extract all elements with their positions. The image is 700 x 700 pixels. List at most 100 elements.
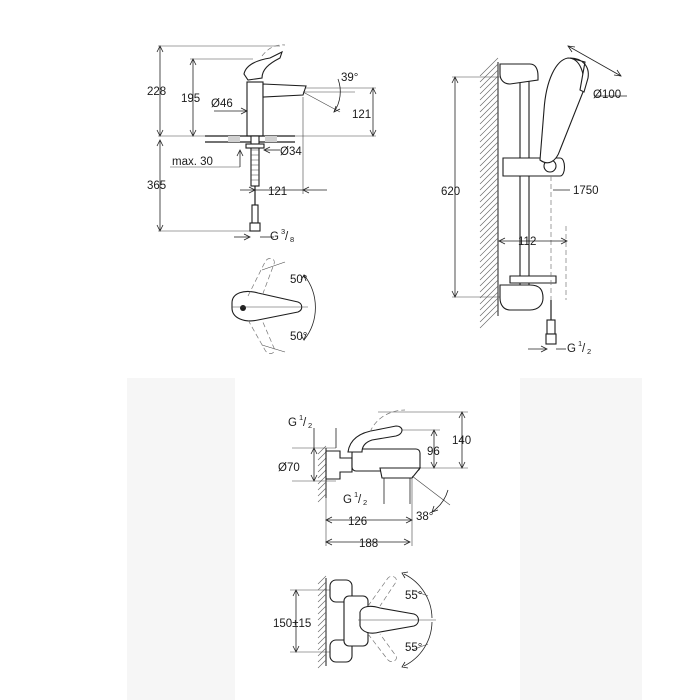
bath-top-angle-lower: 55° [405,642,422,654]
basin-spout-vertical: 121 [352,109,371,121]
wall-hatch-line [317,599,327,609]
wall-hatch-line [479,303,499,323]
wall-hatch-line [317,611,327,621]
wall-hatch-line [479,135,499,155]
shower-hose-length: 1750 [573,185,599,197]
basin-thread-denominator: 8 [290,235,294,244]
wall-hatch-line [479,291,499,311]
shower-thread-numerator: 1 [578,339,582,348]
basin-top-angle-upper: 50° [290,274,307,286]
bath-inlet-thread-g: G [288,417,297,429]
wall-hatch-line [479,159,499,179]
basin-spout-height: 195 [181,93,200,105]
basin-thread-g: G [270,231,279,243]
wall-hatch-line [317,493,327,503]
wall-hatch-line [479,93,499,113]
wall-hatch-line [479,183,499,203]
wall-hatch-line [317,587,327,597]
wall-hatch-line [479,255,499,275]
wall-hatch-line [317,593,327,603]
wall-hatch-line [479,177,499,197]
wall-hatch-line [479,297,499,317]
wall-hatch-line [479,207,499,227]
svg-text:/: / [582,343,586,355]
shower-rail-length: 620 [441,186,460,198]
svg-text:/: / [358,494,362,506]
bath-total-height: 140 [452,435,471,447]
wall-hatch-line [479,201,499,221]
svg-text:/: / [303,417,307,429]
bath-outlet-numerator: 1 [354,490,358,499]
wall-hatch-line [479,129,499,149]
bath-spout-height: 96 [427,446,440,458]
bath-top-centres: 150±15 [273,618,311,630]
wall-hatch-line [479,111,499,131]
bath-top-angle-upper: 55° [405,590,422,602]
wall-hatch-line [479,273,499,293]
basin-mixer-side-view [156,44,377,241]
wall-hatch-line [317,629,327,639]
shower-thread-g: G [567,343,576,355]
wall-hatch-line [479,267,499,287]
wall-hatch-line [317,481,327,491]
wall-hatch-line [317,475,327,485]
wall-hatch-line [479,195,499,215]
wall-hatch-line [317,635,327,645]
bath-body-diameter: Ø70 [278,462,300,474]
shower-rail-offset: 112 [518,236,536,248]
bath-inlet-denominator: 2 [308,421,312,430]
wall-hatch-line [479,105,499,125]
bath-spout-angle: 38° [416,511,433,523]
wall-hatch-line [479,81,499,101]
basin-height-total: 228 [147,86,166,98]
bath-overall-reach: 188 [359,538,378,550]
wall-hatch-line [479,171,499,191]
basin-top-angle-lower: 50° [290,331,307,343]
wall-hatch-line [479,141,499,161]
wall-hatch-line [317,451,327,461]
wall-hatch-line [479,63,499,83]
wall-hatch-line [479,237,499,257]
wall-hatch-line [317,487,327,497]
wall-hatch-line [479,99,499,119]
wall-hatch-line [479,153,499,173]
basin-reach: 121 [268,186,287,198]
wall-hatch-line [479,285,499,305]
wall-hatch-line [317,445,327,455]
shower-thread-denominator: 2 [587,347,591,356]
wall-hatch-line [479,225,499,245]
wall-hatch-line [479,189,499,209]
wall-hatch-line [317,463,327,473]
wall-hatch-line [479,147,499,167]
basin-hole-diameter: Ø34 [280,146,302,158]
basin-deck-max: max. 30 [172,156,213,168]
shower-head-diameter: Ø100 [593,89,621,101]
bath-outlet-denominator: 2 [363,498,367,507]
basin-mixer-top-view [231,258,316,354]
wall-hatch-line [317,617,327,627]
bath-inlet-numerator: 1 [299,413,303,422]
wall-hatch-line [479,75,499,95]
wall-hatch-line [317,641,327,651]
wall-hatch-line [479,219,499,239]
basin-below-deck: 365 [147,180,166,192]
wall-hatch-line [317,581,327,591]
wall-hatch-line [317,647,327,657]
wall-hatch-line [479,69,499,89]
bath-mixer-top-view [290,571,436,669]
wall-hatch-line [317,653,327,663]
wall-hatch-line [317,623,327,633]
bath-spout-reach: 126 [348,516,367,528]
basin-body-diameter: Ø46 [211,98,233,110]
background-panel-left [127,378,235,700]
wall-hatch-line [479,243,499,263]
wall-hatch-line [317,575,327,585]
shower-set-side-view [451,45,627,353]
background-panel-right [520,378,642,700]
wall-hatch-line [479,87,499,107]
wall-hatch-line [317,469,327,479]
wall-hatch-line [479,57,499,77]
basin-spout-angle: 39° [341,72,358,84]
